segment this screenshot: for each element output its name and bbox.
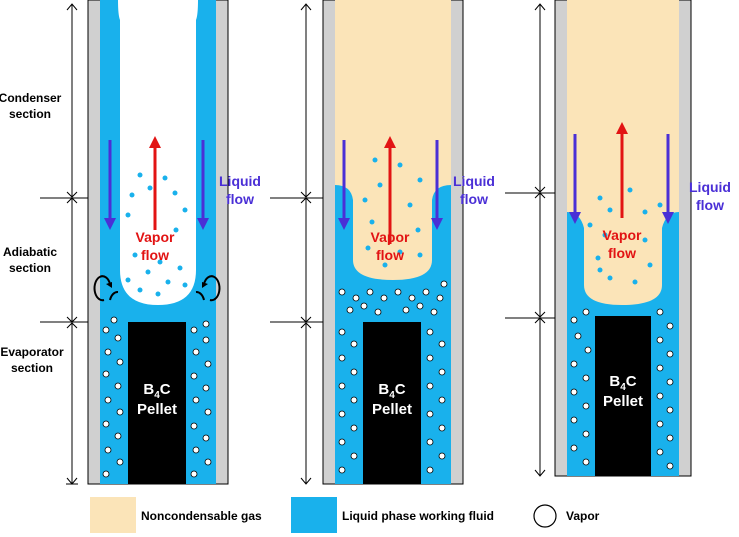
evaporator-label-1: Evaporator <box>0 345 64 359</box>
section-labels: Condenser section Adiabatic section Evap… <box>0 91 64 375</box>
adiabatic-label-1: Adiabatic <box>3 245 57 259</box>
pellet-2 <box>363 322 421 484</box>
svg-text:Liquid: Liquid <box>453 173 495 189</box>
vapor-flow-label-1: Vapor <box>136 229 175 245</box>
legend-vapor-label: Vapor <box>566 509 600 523</box>
pipe-3: B4C Pellet Vapor flow Liquid flow <box>554 0 731 477</box>
legend: Noncondensable gas Liquid phase working … <box>90 497 600 533</box>
svg-text:Pellet: Pellet <box>603 393 643 410</box>
evaporator-label-2: section <box>11 361 53 375</box>
pellet-3 <box>595 316 651 476</box>
svg-text:flow: flow <box>608 245 636 261</box>
condenser-label-1: Condenser <box>0 91 62 105</box>
svg-text:Vapor: Vapor <box>371 229 410 245</box>
pipe-2: B4C Pellet Vapor flow Liq <box>322 0 495 485</box>
svg-text:flow: flow <box>460 191 488 207</box>
pipe-1: B4C Pellet <box>87 0 261 485</box>
pellet-1 <box>128 322 186 484</box>
svg-text:Pellet: Pellet <box>372 401 412 418</box>
legend-gas-swatch <box>90 497 136 533</box>
svg-text:Vapor: Vapor <box>603 227 642 243</box>
adiabatic-label-2: section <box>9 261 51 275</box>
svg-text:B4C: B4C <box>378 381 405 401</box>
svg-text:Liquid: Liquid <box>689 179 731 195</box>
dimension-lines <box>40 3 570 485</box>
svg-text:Pellet: Pellet <box>137 401 177 418</box>
legend-vapor-swatch <box>533 504 557 528</box>
svg-text:flow: flow <box>376 247 404 263</box>
svg-text:flow: flow <box>141 247 169 263</box>
svg-text:B4C: B4C <box>143 381 170 401</box>
svg-text:B4C: B4C <box>609 373 636 393</box>
svg-text:flow: flow <box>226 191 254 207</box>
liquid-flow-label-1: Liquid <box>219 173 261 189</box>
legend-gas-label: Noncondensable gas <box>141 509 262 523</box>
svg-text:flow: flow <box>696 197 724 213</box>
legend-liquid-swatch <box>291 497 337 533</box>
legend-liquid-label: Liquid phase working fluid <box>342 509 494 523</box>
condenser-label-2: section <box>9 107 51 121</box>
